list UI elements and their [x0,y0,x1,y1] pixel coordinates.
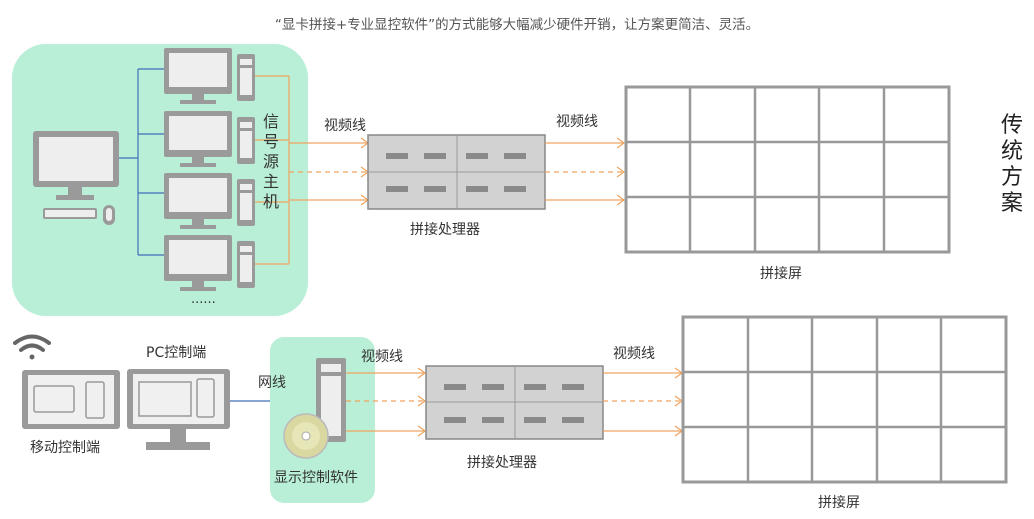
splicing-processor-icon [367,134,546,210]
signal-host-icon [164,111,255,167]
signal-host-icon [164,48,255,104]
mobile-tablet-icon [22,370,120,429]
network-cable-label: 网线 [258,375,286,391]
processor-label: 拼接处理器 [410,222,480,238]
video-cable-arrows [289,137,370,206]
pc-monitor-icon [127,369,230,450]
wifi-icon [13,334,51,360]
processor-label: 拼接处理器 [467,455,537,471]
splicing-processor-icon [425,365,604,440]
keyboard-icon [43,208,97,219]
more-hosts-ellipsis: ...... [191,292,216,307]
control-link-lines [119,68,164,256]
video-wall-label: 拼接屏 [818,495,860,511]
wall-cable-arrows [545,137,626,206]
video-cable-label-left: 视频线 [361,349,403,365]
signal-host-icon [164,235,255,291]
video-wall-grid [681,315,1008,484]
wall-cable-arrows [603,367,684,437]
server-tower-icon [316,358,346,442]
video-cable-label-left: 视频线 [324,118,366,134]
pc-control-label: PC控制端 [146,345,207,361]
software-disc-icon [283,413,329,459]
video-cable-arrows [346,367,427,437]
video-wall-grid [624,85,951,254]
scheme-side-label: 传统方案 [1000,113,1023,216]
host-output-lines [255,75,290,265]
mobile-control-label: 移动控制端 [30,440,100,456]
signal-host-icon [164,173,255,229]
control-pc-monitor-icon [33,131,119,200]
software-label: 显示控制软件 [274,470,358,486]
mouse-icon [103,205,115,225]
video-cable-label-right: 视频线 [613,346,655,362]
caption-text: “显卡拼接+专业显控软件”的方式能够大幅减少硬件开销，让方案更简洁、灵活。 [274,17,760,33]
video-cable-label-right: 视频线 [556,114,598,130]
source-host-label: 信号源主机 [262,112,279,211]
host-group-panel [12,44,308,316]
video-wall-label: 拼接屏 [760,266,802,282]
